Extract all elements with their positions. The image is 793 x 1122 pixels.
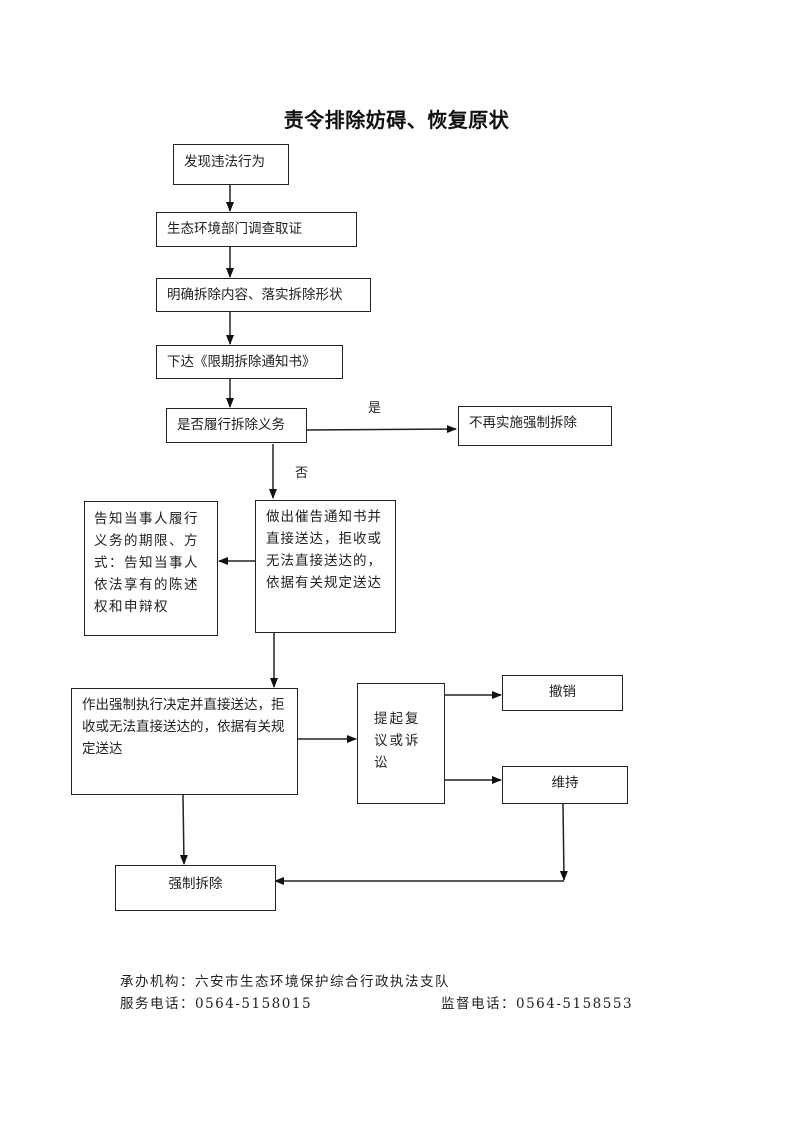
node-investigate-text: 生态环境部门调查取证 [167, 221, 302, 237]
node-investigate: 生态环境部门调查取证 [156, 212, 357, 247]
node-maintain: 维持 [502, 766, 628, 804]
node-decision: 是否履行拆除义务 [166, 408, 307, 443]
node-notice: 下达《限期拆除通知书》 [156, 345, 343, 379]
footer-agency-line: 承办机构：六安市生态环境保护综合行政执法支队 [120, 970, 450, 990]
footer-service-phone: 0564-5158015 [195, 996, 313, 1012]
node-appeal: 提起复议或诉讼 [357, 683, 445, 804]
node-demolish: 强制拆除 [115, 865, 276, 911]
node-appeal-text: 提起复议或诉讼 [374, 711, 421, 771]
footer-service-phone-line: 服务电话：0564-5158015 [120, 992, 312, 1012]
node-notice-text: 下达《限期拆除通知书》 [167, 354, 316, 370]
arrow-decision-yes [305, 425, 457, 434]
node-enforce-decision: 作出强制执行决定并直接送达，拒收或无法直接送达的，依据有关规定送达 [71, 688, 298, 795]
edge-label-no: 否 [295, 466, 309, 481]
node-discover: 发现违法行为 [173, 144, 289, 185]
arrow-enforce-to-demolish [179, 794, 188, 865]
node-urge-text: 做出催告通知书并直接送达，拒收或无法直接送达的，依据有关规定送达 [266, 509, 382, 591]
node-clarify-text: 明确拆除内容、落实拆除形状 [167, 287, 343, 303]
node-decision-text: 是否履行拆除义务 [177, 417, 285, 433]
footer-service-phone-label: 服务电话： [120, 996, 195, 1012]
node-no-enforce: 不再实施强制拆除 [458, 406, 612, 446]
footer-agency: 六安市生态环境保护综合行政执法支队 [195, 974, 450, 990]
footer-supervise-phone-line: 监督电话：0564-5158553 [441, 992, 633, 1012]
node-maintain-text: 维持 [551, 775, 579, 791]
node-demolish-text: 强制拆除 [168, 876, 223, 892]
line-maintain-down [559, 803, 568, 881]
footer-supervise-phone: 0564-5158553 [516, 996, 634, 1012]
footer-agency-label: 承办机构： [120, 974, 195, 990]
edge-label-yes: 是 [368, 401, 382, 416]
node-inform: 告知当事人履行义务的期限、方式：告知当事人依法享有的陈述权和申辩权 [84, 501, 218, 636]
node-clarify: 明确拆除内容、落实拆除形状 [156, 278, 371, 312]
footer-supervise-phone-label: 监督电话： [441, 996, 516, 1012]
node-revoke-text: 撤销 [549, 684, 576, 700]
node-urge: 做出催告通知书并直接送达，拒收或无法直接送达的，依据有关规定送达 [255, 500, 396, 633]
node-enforce-decision-text: 作出强制执行决定并直接送达，拒收或无法直接送达的，依据有关规定送达 [82, 697, 285, 757]
flowchart-title: 责令排除妨碍、恢复原状 [283, 108, 510, 132]
node-no-enforce-text: 不再实施强制拆除 [469, 415, 577, 431]
node-inform-text: 告知当事人履行义务的期限、方式：告知当事人依法享有的陈述权和申辩权 [94, 511, 199, 615]
node-revoke: 撤销 [502, 675, 623, 711]
node-discover-text: 发现违法行为 [184, 154, 265, 170]
